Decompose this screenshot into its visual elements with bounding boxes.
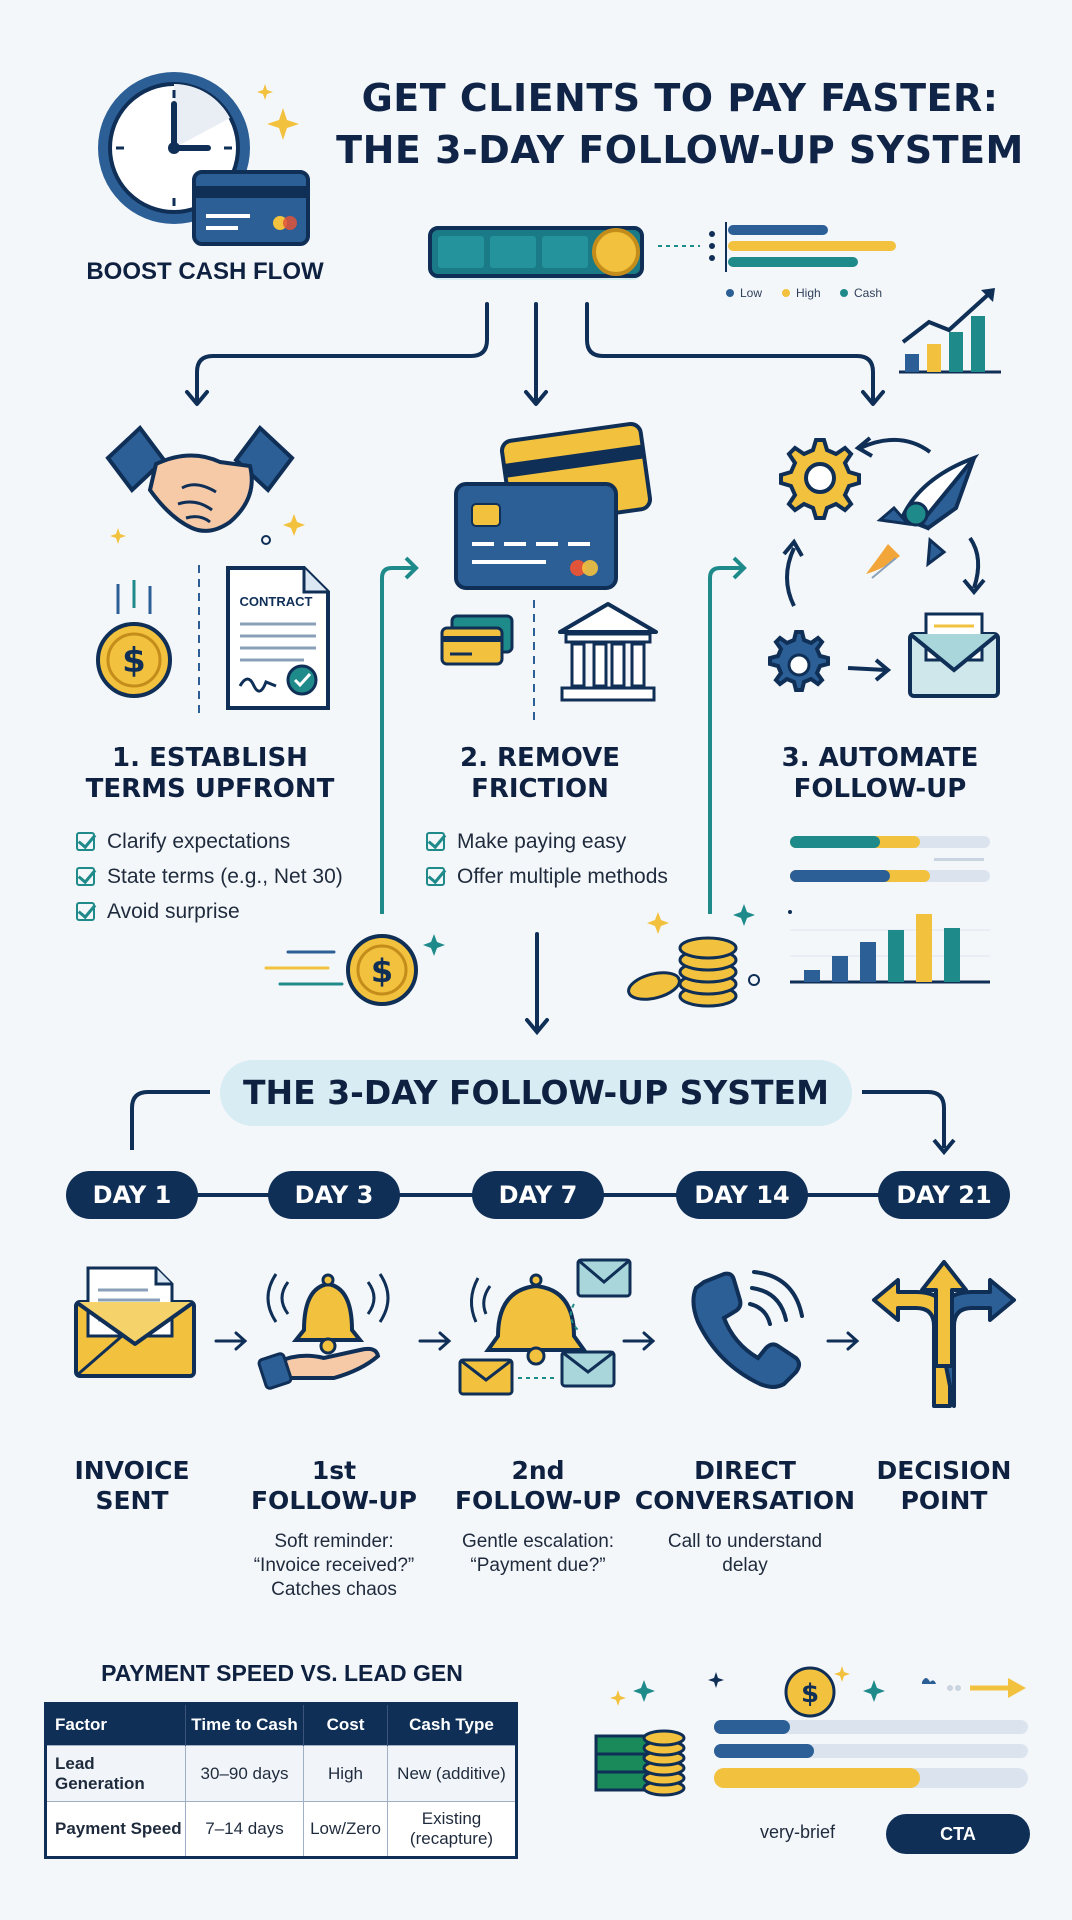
clock-card-icon <box>98 72 310 246</box>
system-banner: THE 3-DAY FOLLOW-UP SYSTEM <box>220 1060 852 1126</box>
hub-arrows <box>185 302 885 406</box>
table-cell: Lead Generation <box>45 1745 186 1802</box>
progress-bar-icon <box>428 226 644 280</box>
cta-button[interactable]: CTA <box>886 1814 1030 1854</box>
footer-brief: very-brief <box>760 1822 836 1842</box>
teal-up-arrow <box>708 556 747 914</box>
credit-cards-icon <box>454 421 653 590</box>
step1-title: 1. ESTABLISH TERMS UPFRONT <box>85 743 335 804</box>
svg-text:$: $ <box>371 952 393 990</box>
checkbox-icon <box>76 902 95 921</box>
teal-up-arrow <box>380 556 419 914</box>
comparison-table: Factor Time to Cash Cost Cash Type Lead … <box>44 1702 518 1859</box>
day-pill-3: DAY 3 <box>268 1171 400 1219</box>
handshake-icon <box>105 425 295 533</box>
bell-hand-icon <box>257 1273 390 1390</box>
table-cell: 7–14 days <box>185 1801 304 1858</box>
bank-icon <box>558 602 658 702</box>
step2-title: 2. REMOVE FRICTION <box>460 743 620 804</box>
stage-desc-followup2: Gentle escalation:“Payment due?” <box>461 1531 615 1576</box>
comparison-title: PAYMENT SPEED VS. LEAD GEN <box>101 1660 463 1686</box>
checkbox-icon <box>426 832 445 851</box>
checkbox-icon <box>76 867 95 886</box>
step3-title: 3. AUTOMATE FOLLOW-UP <box>781 743 979 804</box>
table-cell: New (additive) <box>387 1745 517 1802</box>
table-header-row: Factor Time to Cash Cost Cash Type <box>45 1703 517 1746</box>
dollar-coin-icon: $ <box>96 580 172 698</box>
stage-arrows <box>214 1331 860 1351</box>
day-pill-14: DAY 14 <box>676 1171 808 1219</box>
day-pill-7: DAY 7 <box>472 1171 604 1219</box>
decision-arrows-icon <box>872 1260 1016 1408</box>
table-row: Payment Speed 7–14 days Low/Zero Existin… <box>45 1801 517 1858</box>
check-item: State terms (e.g., Net 30) <box>76 859 396 894</box>
column-header: Cost <box>303 1703 388 1746</box>
down-arrow <box>525 932 549 1036</box>
table-cell: High <box>303 1745 388 1802</box>
divider <box>533 600 535 720</box>
contract-icon: CONTRACT <box>226 566 330 710</box>
badge-label: BOOST CASH FLOW <box>86 258 324 285</box>
table-cell: Payment Speed <box>45 1801 186 1858</box>
legend-low: Low <box>740 286 762 300</box>
stage-desc-followup1: Soft reminder:“Invoice received?”Catches… <box>253 1531 415 1600</box>
column-header: Time to Cash <box>185 1703 304 1746</box>
step1-checklist: Clarify expectations State terms (e.g., … <box>76 824 396 929</box>
checkbox-icon <box>76 832 95 851</box>
legend-high: High <box>796 286 821 300</box>
money-bars-illustration: $ <box>594 1666 1028 1797</box>
day-pill-1: DAY 1 <box>66 1171 198 1219</box>
divider <box>198 565 200 715</box>
check-item: Clarify expectations <box>76 824 396 859</box>
phone-icon <box>691 1270 804 1389</box>
cards-small-icon <box>440 614 514 666</box>
table-cell: 30–90 days <box>185 1745 304 1802</box>
sparkle-icon <box>110 514 305 545</box>
column-header: Factor <box>45 1703 186 1746</box>
coin-speed-icon: $ <box>264 934 445 1006</box>
legend-bars: Low High Cash <box>658 222 896 300</box>
sparkle-icon <box>257 84 299 140</box>
column-header: Cash Type <box>387 1703 517 1746</box>
step2-checklist: Make paying easy Offer multiple methods <box>426 824 726 894</box>
svg-text:$: $ <box>122 641 146 681</box>
progress-chart-icon <box>788 836 990 984</box>
check-item: Avoid surprise <box>76 894 396 929</box>
check-item: Make paying easy <box>426 824 726 859</box>
table-row: Lead Generation 30–90 days High New (add… <box>45 1745 517 1802</box>
contract-label: CONTRACT <box>240 594 313 609</box>
day-pill-21: DAY 21 <box>878 1171 1010 1219</box>
bell-envelopes-icon <box>458 1258 632 1396</box>
coin-stack-icon <box>627 904 760 1008</box>
check-item: Offer multiple methods <box>426 859 726 894</box>
growth-chart-icon <box>899 288 1001 374</box>
table-cell: Low/Zero <box>303 1801 388 1858</box>
legend-cash: Cash <box>854 286 882 300</box>
automation-rocket-icon <box>768 436 1000 698</box>
page-title: GET CLIENTS TO PAY FASTER: THE 3-DAY FOL… <box>336 76 1024 172</box>
table-cell: Existing (recapture) <box>387 1801 517 1858</box>
checkbox-icon <box>426 867 445 886</box>
svg-text:$: $ <box>801 1679 819 1709</box>
envelope-invoice-icon <box>74 1266 196 1378</box>
